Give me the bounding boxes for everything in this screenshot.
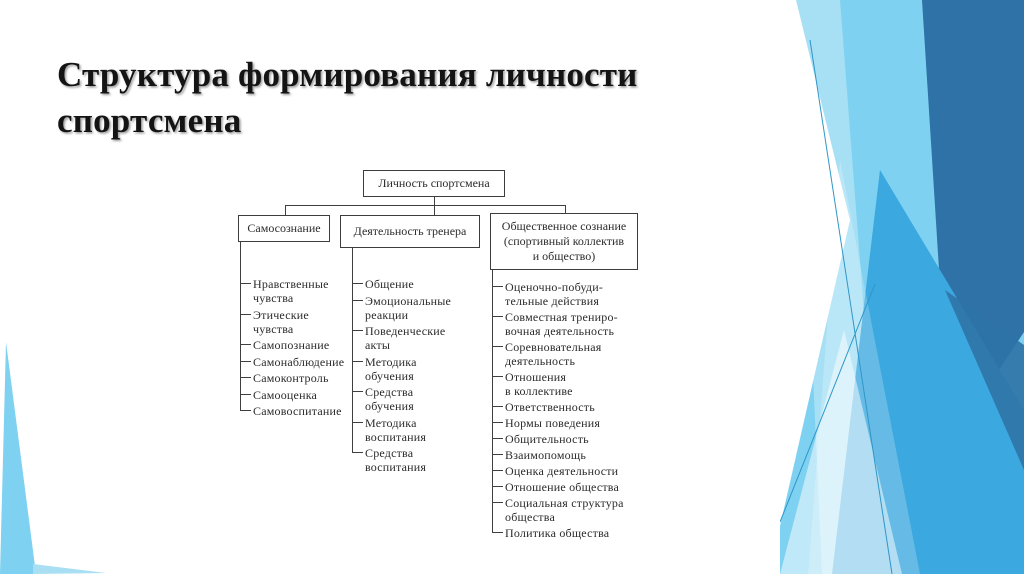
diagram-item: Эмоциональные реакции: [352, 293, 452, 322]
diagram-item: Политика общества: [493, 526, 624, 540]
diagram-item: Поведенческие акты: [352, 324, 451, 352]
column-header-box: Общественное сознание (спортивный коллек…: [490, 213, 638, 270]
diagram-item: Самовоспитание: [240, 404, 344, 418]
connector-middle-stub: [433, 205, 435, 215]
diagram-item: Самооценка: [240, 388, 344, 402]
diagram-item: Соревновательная деятельность: [493, 340, 624, 368]
diagram-item: Средства воспитания: [352, 446, 451, 474]
diagram-item: Взаимопомощь: [493, 448, 624, 462]
diagram-item: Оценка деятельности: [493, 464, 624, 478]
diagram-item: Самопознание: [240, 338, 344, 352]
connector-root-vertical: [433, 197, 435, 205]
diagram-item: Ответственность: [493, 400, 624, 414]
diagram-item: Отношение общества: [493, 480, 624, 494]
slide-title: Структура формирования личности спортсме…: [57, 55, 638, 140]
diagram-item: Методика обучения: [352, 355, 451, 383]
connector-right-stub: [565, 205, 566, 213]
diagram-item: Нравственные чувства: [240, 277, 344, 305]
diagram-item: Этические чувства: [240, 308, 344, 336]
connector-horizontal-span: [285, 205, 565, 206]
column-spine-line: [352, 248, 353, 453]
column-spine-line: [492, 270, 493, 533]
diagram-item: Отношения в коллективе: [493, 370, 624, 398]
connector-left-stub: [285, 205, 286, 215]
column-header-box: Самосознание: [238, 215, 330, 242]
diagram-item: Методика воспитания: [352, 416, 451, 444]
personality-structure-diagram: Личность спортсмена Самосознание Нравств…: [228, 165, 668, 565]
diagram-item: Средства обучения: [352, 385, 451, 413]
facet-decoration-right: [780, 0, 1024, 574]
diagram-root-box: Личность спортсмена: [363, 170, 505, 197]
diagram-item: Оценочно-побуди- тельные действия: [493, 280, 624, 308]
diagram-item: Нормы поведения: [493, 416, 624, 430]
diagram-item: Общение: [352, 277, 451, 291]
diagram-item: Самоконтроль: [240, 371, 344, 385]
diagram-item: Самонаблюдение: [240, 354, 345, 369]
diagram-item: Совместная трениро- вочная деятельность: [493, 310, 624, 338]
diagram-item: Социальная структура общества: [493, 496, 624, 524]
column-header-box: Деятельность тренера: [340, 215, 480, 248]
facet-decoration-left: [0, 342, 106, 574]
column-spine-line: [240, 242, 241, 411]
diagram-item: Общительность: [493, 432, 624, 446]
